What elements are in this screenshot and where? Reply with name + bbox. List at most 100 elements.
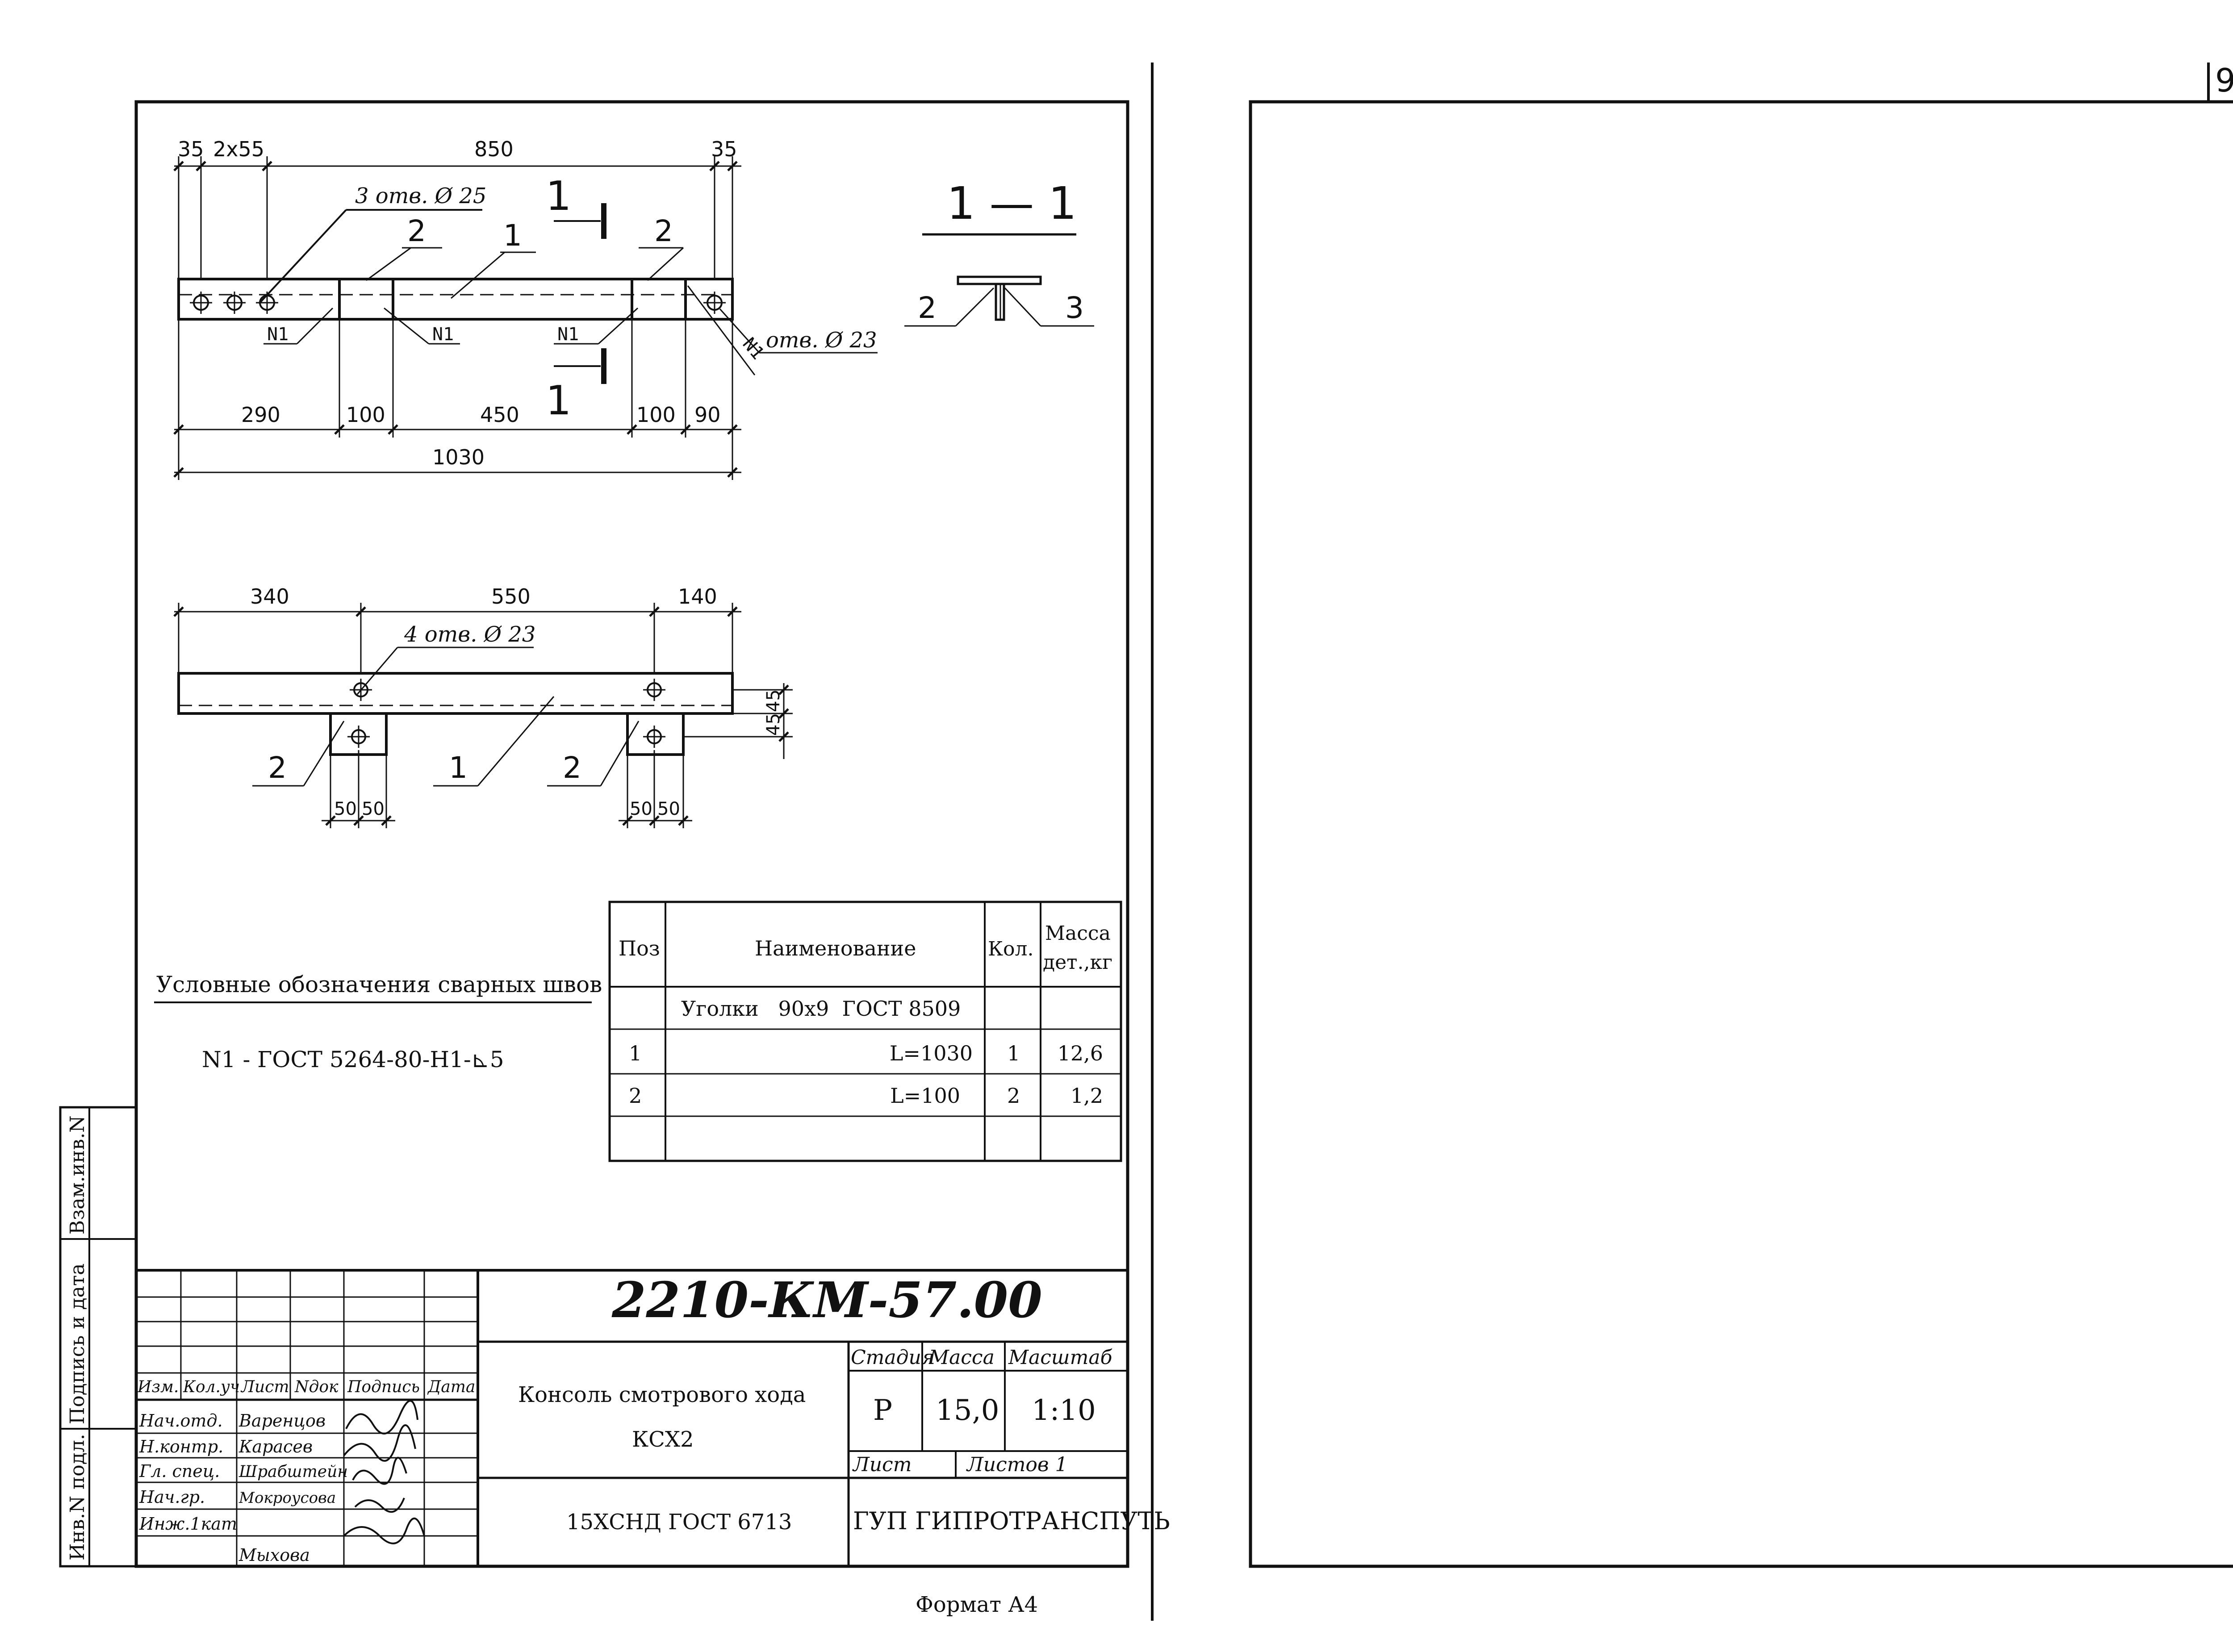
top-dimension-chain: 35 2x55 850 35 — [173, 137, 741, 279]
sheet-label: Лист — [852, 1453, 912, 1476]
staff-name-3: Шрабштейн — [238, 1463, 348, 1481]
spec-row-1-name: L=1030 — [890, 1041, 973, 1065]
dim-50-a: 50 — [334, 799, 357, 819]
page-number: 92 — [2215, 62, 2233, 99]
weld-legend: Условные обозначения сварных швов N1 - Г… — [154, 972, 602, 1072]
scale-value: 1:10 — [1032, 1394, 1096, 1427]
plan-hole-marks — [347, 679, 665, 748]
callout-pos-1-top: 1 — [503, 218, 522, 253]
spec-header-mass: Масса — [1045, 922, 1111, 945]
section-cut-mark-bottom: 1 — [546, 377, 571, 424]
part-1-angle-plan — [177, 672, 734, 715]
dim-45-upper: 45 — [763, 689, 784, 712]
staff-role-2: Н.контр. — [139, 1437, 223, 1456]
dim-35-left: 35 — [178, 137, 204, 161]
weld-mark-n1-2: N1 — [432, 324, 454, 345]
spec-header-qty: Кол. — [988, 938, 1033, 960]
spec-row-2-mass: 1,2 — [1071, 1084, 1103, 1108]
plan-pos-1: 1 — [449, 751, 468, 785]
weld-legend-entry: N1 - ГОСТ 5264-80-Н1-⊾5 — [202, 1047, 504, 1072]
section-pos-2: 2 — [918, 291, 937, 325]
dim-450: 450 — [480, 403, 519, 427]
weld-legend-title: Условные обозначения сварных швов — [156, 972, 602, 997]
format-label: Формат А4 — [916, 1592, 1038, 1617]
spec-header-pos: Поз — [619, 936, 660, 960]
spec-row-1-pos: 1 — [629, 1041, 642, 1065]
dim-2x55: 2x55 — [213, 137, 264, 161]
item-name-1: Консоль смотрового хода — [518, 1382, 806, 1407]
part-2-plate-right — [631, 278, 687, 321]
staff-name-1: Варенцов — [238, 1411, 326, 1431]
staff-name-4: Мокроусова — [238, 1489, 336, 1507]
dim-50-d: 50 — [657, 799, 680, 819]
rev-col-sign: Подпись — [347, 1378, 420, 1396]
spec-header-mass-unit: дет.,кг — [1043, 951, 1112, 974]
plate-plan-right — [626, 712, 685, 756]
spec-row-1-mass: 12,6 — [1058, 1041, 1103, 1065]
dim-1030: 1030 — [432, 445, 485, 469]
stage-value: Р — [873, 1394, 892, 1427]
dim-340: 340 — [250, 584, 289, 609]
staff-role-3: Гл. спец. — [139, 1461, 220, 1481]
part-1-angle-elevation — [177, 278, 734, 321]
doc-code: 2210-КМ-57.00 — [611, 1271, 1042, 1329]
dim-50-c: 50 — [630, 799, 652, 819]
callout-pos-2-right: 2 — [654, 214, 673, 248]
plan-pos-2-right: 2 — [563, 751, 581, 785]
elevation-view: 35 2x55 850 35 3 отв. Ø 25 2 1 2 N1 N1 N… — [173, 137, 878, 480]
plan-pos-2-left: 2 — [268, 751, 287, 785]
spec-row-2-qty: 2 — [1007, 1084, 1020, 1108]
section-1-1: 1 — 1 2 3 — [904, 177, 1094, 327]
scale-label: Масштаб — [1008, 1346, 1112, 1369]
stamp-sign-date: Подпись и дата — [66, 1264, 89, 1424]
rev-col-change: Изм. — [137, 1378, 179, 1396]
spec-row-1-qty: 1 — [1007, 1041, 1020, 1065]
item-name-2: КСХ2 — [632, 1427, 694, 1452]
spec-group-row: Уголки 90х9 ГОСТ 8509 — [681, 997, 961, 1021]
right-sheet-frame — [1249, 100, 2233, 1568]
rev-col-date: Дата — [427, 1378, 475, 1396]
section-cut-mark-top: 1 — [546, 173, 571, 220]
dim-100-left: 100 — [346, 403, 385, 427]
note-hole-23: отв. Ø 23 — [766, 328, 877, 353]
staff-name-2: Карасев — [238, 1437, 313, 1456]
staff-role-4: Нач.гр. — [139, 1487, 205, 1507]
spec-row-2-name: L=100 — [890, 1084, 960, 1108]
organization: ГУП ГИПРОТРАНСПУТЬ — [853, 1507, 1170, 1535]
dim-45-lower: 45 — [763, 713, 784, 736]
callout-pos-2-left: 2 — [407, 214, 426, 248]
dim-290: 290 — [241, 403, 280, 427]
dim-35-right: 35 — [711, 137, 737, 161]
note-3-holes: 3 отв. Ø 25 — [355, 184, 486, 209]
plan-view: 340 550 140 4 отв. Ø 23 45 45 50 50 50 — [173, 584, 793, 828]
spec-header-name: Наименование — [755, 936, 916, 960]
stage-label: Стадия — [851, 1346, 934, 1369]
part-2-plate-left — [338, 278, 394, 321]
side-stamp: Взам.инв.N Подпись и дата Инв.N подл. — [59, 1106, 138, 1568]
material: 15ХСНД ГОСТ 6713 — [566, 1510, 792, 1535]
dim-140: 140 — [678, 584, 717, 609]
spec-table: Поз Наименование Кол. Масса дет.,кг Угол… — [608, 901, 1122, 1162]
dim-50-b: 50 — [362, 799, 385, 819]
title-block: Изм. Кол.уч Лист Nдок Подпись Дата Нач.о… — [136, 1269, 1170, 1566]
section-title: 1 — 1 — [947, 177, 1077, 229]
note-4-holes: 4 отв. Ø 23 — [404, 622, 535, 647]
mass-value: 15,0 — [936, 1394, 999, 1427]
bottom-dimension-chain: 290 100 450 100 90 1030 — [173, 319, 741, 480]
staff-name-5: Мыхова — [238, 1545, 310, 1565]
staff-role-5: Инж.1кат — [139, 1514, 237, 1534]
dim-550: 550 — [491, 584, 531, 609]
stamp-replace-inv: Взам.инв.N — [66, 1115, 89, 1235]
rev-col-doc: Nдок — [294, 1378, 339, 1396]
weld-mark-n1-3: N1 — [557, 324, 579, 345]
section-pos-3: 3 — [1065, 291, 1084, 325]
spec-row-2-pos: 2 — [629, 1084, 642, 1108]
rev-col-sheet: Лист — [240, 1378, 289, 1396]
mass-label: Масса — [928, 1346, 995, 1369]
rev-col-count: Кол.уч — [183, 1378, 240, 1396]
dim-90: 90 — [694, 403, 721, 427]
weld-mark-n1-1: N1 — [267, 324, 289, 345]
stamp-orig-inv: Инв.N подл. — [66, 1434, 89, 1560]
staff-role-1: Нач.отд. — [139, 1411, 223, 1431]
